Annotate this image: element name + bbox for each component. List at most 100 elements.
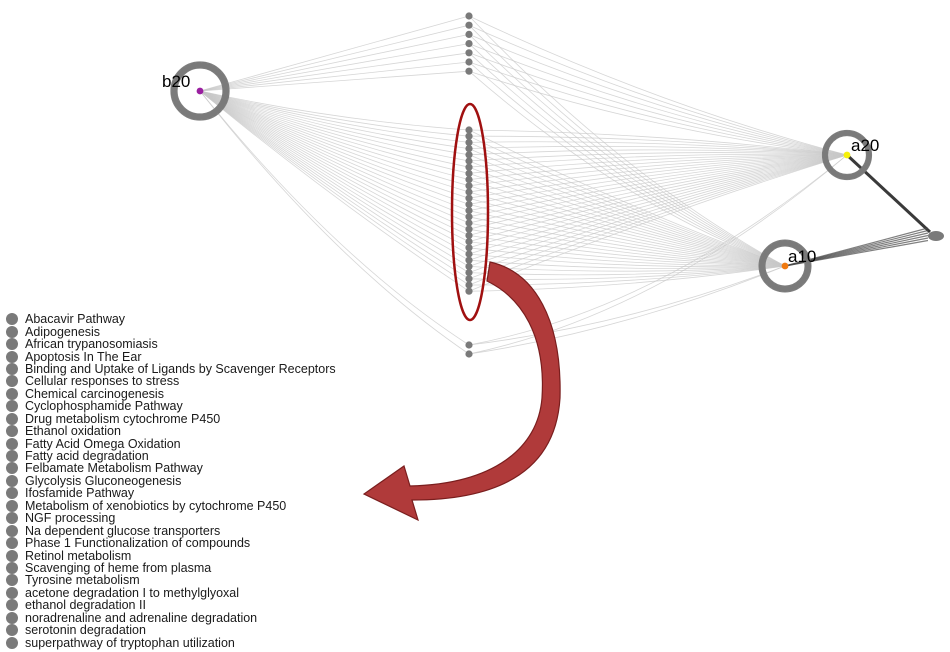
pathway-node xyxy=(465,40,473,48)
hub-ring-dot xyxy=(804,262,812,270)
pathway-list-item: NGF processing xyxy=(6,512,336,524)
edge xyxy=(468,129,786,267)
node-a10 xyxy=(758,239,812,293)
edge xyxy=(199,43,470,92)
edge xyxy=(468,197,786,267)
edge xyxy=(199,90,470,242)
pathway-label: Ifosfamide Pathway xyxy=(25,486,135,501)
edge xyxy=(468,142,786,267)
edge xyxy=(199,61,470,92)
pathway-label: Abacavir Pathway xyxy=(25,312,126,327)
edge xyxy=(468,216,786,267)
pathway-list-item: Ifosfamide Pathway xyxy=(6,486,336,501)
pathway-node-icon xyxy=(6,574,18,587)
pathway-list-item: Ethanol oxidation xyxy=(6,425,336,437)
pathway-node xyxy=(465,256,473,264)
hub-ring-dot xyxy=(847,173,854,180)
pathway-node-icon xyxy=(6,512,18,525)
node-a20 xyxy=(821,129,873,181)
pathway-node-icon xyxy=(6,524,18,537)
hub-ring-dot xyxy=(222,87,230,95)
pathway-node-icon xyxy=(6,387,18,400)
edge xyxy=(199,15,470,92)
pathway-node-icon xyxy=(6,437,18,450)
hub-ring-dot xyxy=(791,283,799,290)
pathway-label: Retinol metabolism xyxy=(25,548,132,563)
node-label-a20: a20 xyxy=(851,136,879,155)
hub-ring-dot xyxy=(843,130,849,136)
hub-ring-dot xyxy=(758,262,766,270)
hub-center xyxy=(781,262,789,270)
edge xyxy=(199,90,470,292)
hub-ring-dot xyxy=(205,112,213,119)
pathway-list-item: serotonin degradation xyxy=(6,624,336,636)
pathway-node-icon xyxy=(6,474,18,487)
edge xyxy=(468,154,848,205)
edge xyxy=(468,34,786,267)
pathway-node xyxy=(465,275,473,283)
edges-layer xyxy=(199,15,848,355)
edge xyxy=(468,154,848,255)
edge xyxy=(199,90,470,187)
pathway-node xyxy=(465,157,473,165)
edge xyxy=(468,24,786,267)
pathway-list-item: ethanol degradation II xyxy=(6,598,336,613)
edge xyxy=(468,154,848,199)
pathway-node xyxy=(465,188,473,196)
pathway-list-item: Felbamate Metabolism Pathway xyxy=(6,461,336,476)
hub-ring-dot xyxy=(170,85,178,92)
hub-ring-dot xyxy=(847,130,854,137)
pathway-node xyxy=(465,269,473,277)
edge xyxy=(199,90,470,174)
edge xyxy=(468,265,786,355)
edge xyxy=(468,141,848,156)
edge xyxy=(468,145,848,156)
edge xyxy=(468,210,786,267)
pathway-node xyxy=(465,126,473,134)
far-node xyxy=(928,231,944,241)
pathway-node xyxy=(465,182,473,190)
pathway-node xyxy=(465,12,473,20)
edge xyxy=(468,154,848,211)
edge xyxy=(199,90,470,205)
pathway-label: Drug metabolism cytochrome P450 xyxy=(25,411,221,426)
link-a20 xyxy=(845,153,932,234)
pathway-node-icon xyxy=(6,537,18,550)
hub-ring-dot xyxy=(864,143,871,150)
edge xyxy=(468,149,848,156)
edge xyxy=(468,15,848,156)
edge xyxy=(468,204,786,267)
edge xyxy=(199,90,470,162)
pathway-list-item: African trypanosomiasis xyxy=(6,338,336,350)
hub-ring-dot xyxy=(786,240,794,247)
edge xyxy=(199,90,470,149)
hub-ring-dot xyxy=(222,82,229,90)
edge xyxy=(199,90,470,131)
pathway-list-item: Cellular responses to stress xyxy=(6,374,336,389)
pathway-node-icon xyxy=(6,325,18,338)
edge xyxy=(468,154,848,346)
edge xyxy=(468,154,848,242)
pathway-node-icon xyxy=(6,313,18,326)
pathway-label: Cellular responses to stress xyxy=(25,374,180,389)
pathway-label: Felbamate Metabolism Pathway xyxy=(25,461,203,476)
edge xyxy=(468,61,786,267)
hub-ring-dot xyxy=(851,172,858,179)
pathway-node xyxy=(465,58,473,66)
edge xyxy=(199,90,470,143)
pathway-node xyxy=(465,238,473,246)
pathway-list-item: Glycolysis Gluconeogenesis xyxy=(6,475,336,487)
pathway-label: superpathway of tryptophan utilization xyxy=(25,635,235,650)
node-label-a10: a10 xyxy=(788,247,816,266)
edge xyxy=(199,90,470,168)
hub-nodes xyxy=(170,61,873,293)
pathway-label: Metabolism of xenobiotics by cytochrome … xyxy=(25,498,287,513)
edge xyxy=(468,154,848,292)
edge xyxy=(199,90,470,346)
pathway-list-item: Cyclophosphamide Pathway xyxy=(6,400,336,413)
edge xyxy=(468,24,848,156)
pathway-label: ethanol degradation II xyxy=(25,598,146,613)
pathway-node xyxy=(465,49,473,57)
pathway-list-item: Phase 1 Functionalization of compounds xyxy=(6,537,336,549)
edge xyxy=(199,90,470,180)
